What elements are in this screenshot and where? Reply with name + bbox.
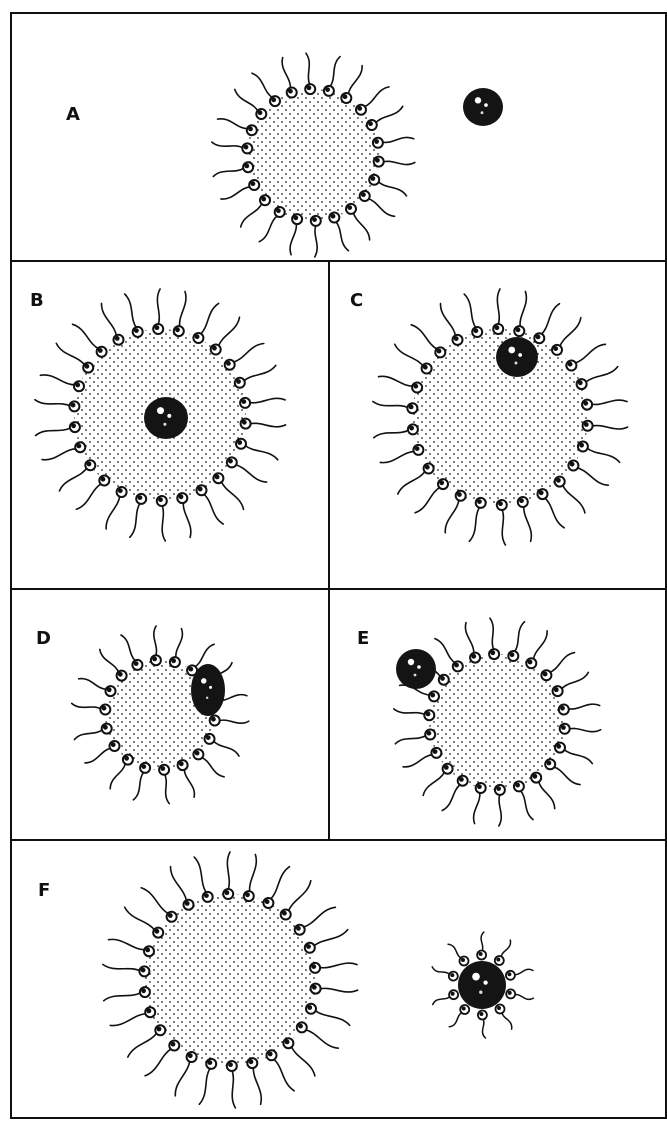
- panel-c: [328, 260, 667, 590]
- panel-b: [10, 260, 330, 590]
- panel-f-label: F: [38, 880, 50, 901]
- panel-d-label: D: [36, 628, 51, 649]
- panel-a-label: A: [66, 104, 80, 125]
- panel-c-label: C: [350, 290, 363, 311]
- panel-e-label: E: [357, 628, 369, 649]
- panel-a: [10, 12, 667, 262]
- panel-b-label: B: [30, 290, 44, 311]
- panel-f: [10, 839, 667, 1119]
- panel-e: [328, 588, 667, 841]
- panel-d: [10, 588, 330, 841]
